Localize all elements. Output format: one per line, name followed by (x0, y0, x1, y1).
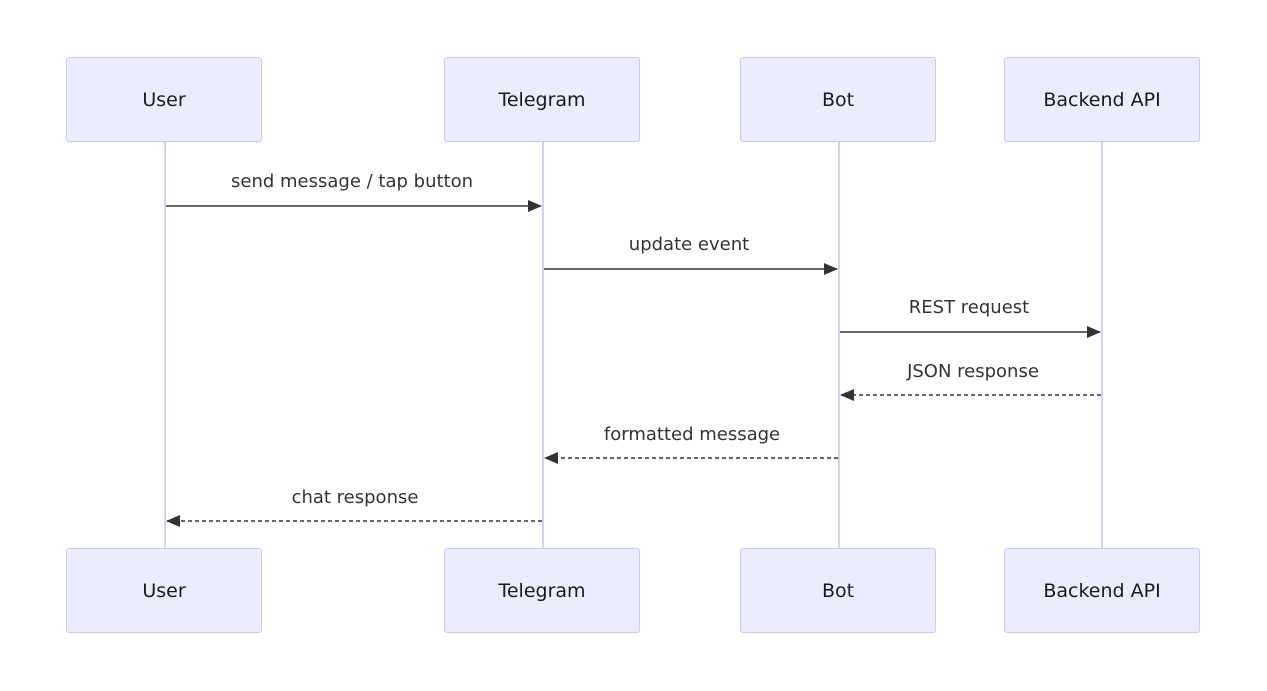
message-label-3: REST request (908, 297, 1030, 318)
message-label-4: JSON response (907, 361, 1039, 382)
actor-label: Telegram (498, 88, 586, 111)
actor-telegram-top: Telegram (444, 57, 640, 142)
actor-label: Telegram (498, 579, 586, 602)
actor-backend-top: Backend API (1004, 57, 1200, 142)
actor-label: Backend API (1043, 88, 1161, 111)
message-label-1: send message / tap button (230, 171, 474, 192)
actor-user-bottom: User (66, 548, 262, 633)
actor-backend-bottom: Backend API (1004, 548, 1200, 633)
message-label-2: update event (628, 234, 750, 255)
actor-bot-top: Bot (740, 57, 936, 142)
actor-telegram-bottom: Telegram (444, 548, 640, 633)
actor-label: User (142, 579, 186, 602)
actor-user-top: User (66, 57, 262, 142)
message-label-6: chat response (291, 487, 419, 508)
actor-label: Bot (821, 88, 855, 111)
actor-label: User (142, 88, 186, 111)
actor-bot-bottom: Bot (740, 548, 936, 633)
actor-label: Backend API (1043, 579, 1161, 602)
message-label-5: formatted message (603, 424, 781, 445)
actor-label: Bot (821, 579, 855, 602)
